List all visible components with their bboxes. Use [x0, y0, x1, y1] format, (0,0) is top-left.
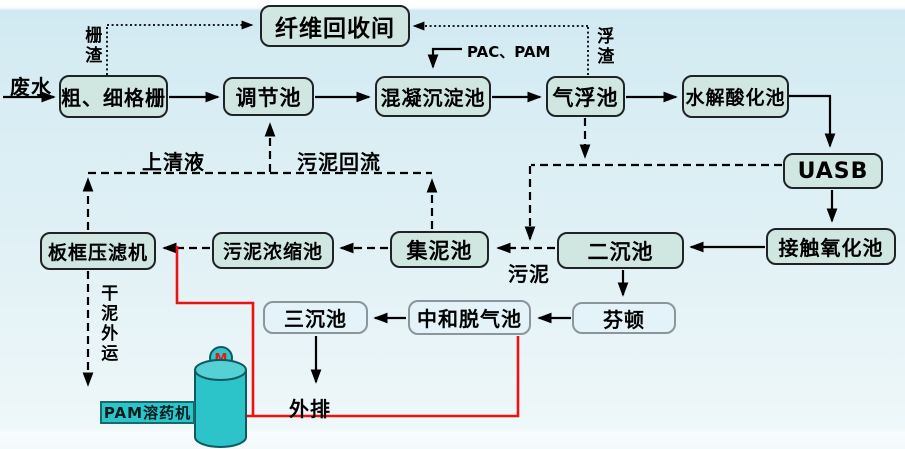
dashed-sludge-lines [82, 118, 782, 387]
label-grid-slag: 栅渣 [85, 26, 103, 67]
node-coarse-fine-screen: 粗、细格栅 [59, 75, 168, 118]
label-discharge: 外排 [289, 397, 331, 421]
label-dry-sludge-out: 干泥外运 [101, 284, 119, 365]
node-sludge-thickening-tank: 污泥浓缩池 [212, 232, 334, 269]
label-influent: 废水 [10, 75, 52, 99]
label-sludge: 污泥 [508, 262, 550, 286]
label-pam-dissolver: PAM溶药机 [100, 401, 195, 424]
node-coagulation-sedimentation-tank: 混凝沉淀池 [375, 76, 491, 117]
label-pac-pam: PAC、PAM [467, 43, 551, 61]
node-fenton: 芬顿 [572, 302, 676, 334]
node-plate-frame-filter-press: 板框压滤机 [40, 232, 156, 270]
node-air-flotation-tank: 气浮池 [546, 76, 625, 117]
node-tertiary-sedimentation-tank: 三沉池 [263, 301, 368, 334]
node-hydrolysis-acidification-tank: 水解酸化池 [682, 75, 789, 118]
node-neutralization-degassing-tank: 中和脱气池 [408, 300, 531, 335]
node-contact-oxidation-tank: 接触氧化池 [766, 228, 896, 265]
label-sludge-return: 污泥回流 [297, 150, 381, 174]
label-scum: 浮渣 [597, 27, 615, 68]
node-regulating-tank: 调节池 [223, 77, 314, 116]
label-supernatant: 上清液 [142, 150, 205, 174]
node-fiber-recovery: 纤维回收间 [260, 5, 410, 47]
node-uasb: UASB [783, 153, 883, 189]
pam-dosing-lines [175, 246, 520, 418]
node-sludge-collection-tank: 集泥池 [390, 231, 489, 268]
solid-flow-arrows [3, 47, 838, 384]
dotted-recovery-lines [106, 20, 589, 75]
pam-dissolver-tank: M [194, 346, 247, 448]
node-secondary-sedimentation-tank: 二沉池 [557, 232, 684, 269]
